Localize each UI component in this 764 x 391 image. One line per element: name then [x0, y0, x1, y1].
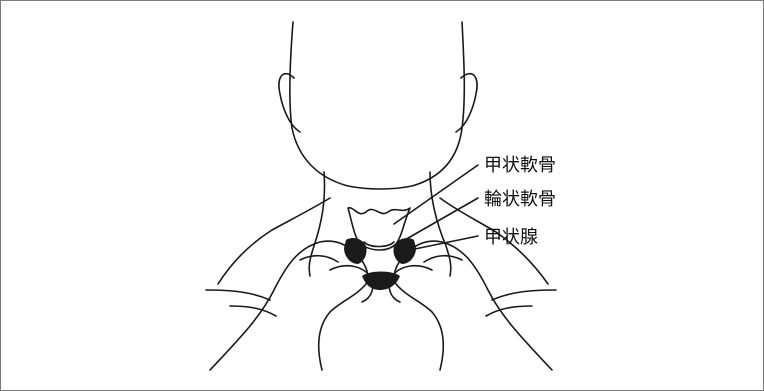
left-arm-line-1: [206, 290, 270, 300]
thyroid-gland-left-lobe: [344, 238, 367, 264]
head-outline: [290, 22, 465, 189]
leader-thyroid-gland: [410, 236, 478, 250]
right-ear: [456, 74, 477, 132]
right-arm-line-2: [486, 306, 532, 316]
label-thyroid-gland: 甲状腺: [484, 227, 538, 248]
neck-left-line: [309, 172, 324, 276]
left-shoulder: [218, 198, 330, 284]
label-thyroid-cartilage: 甲状軟骨: [484, 155, 556, 176]
left-finger-line: [300, 256, 338, 262]
right-arm-line-1: [492, 290, 556, 300]
thyroid-gland-isthmus: [362, 272, 400, 291]
left-arm-line-2: [230, 306, 276, 316]
label-cricoid-cartilage: 輪状軟骨: [484, 189, 556, 210]
right-finger-line: [424, 256, 462, 262]
cricoid-cartilage: [364, 242, 394, 247]
